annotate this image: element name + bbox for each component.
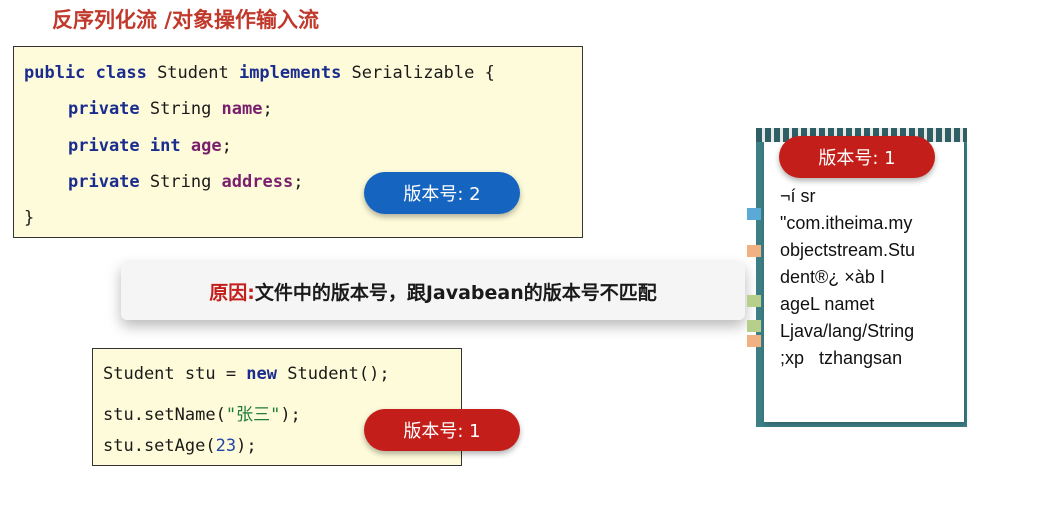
serialized-line: ageL namet bbox=[780, 294, 875, 314]
page-title: 反序列化流 /对象操作输入流 bbox=[52, 8, 319, 32]
reason-banner: 原因: 文件中的版本号，跟Javabean的版本号不匹配 bbox=[121, 262, 745, 320]
code-line-address-field: private String address; bbox=[68, 172, 304, 192]
notebook-tab-green-2 bbox=[747, 320, 761, 332]
object-version-badge: 版本号: 1 bbox=[364, 409, 520, 451]
serialized-line: ¬í sr bbox=[780, 186, 816, 206]
serialized-line: Ljava/lang/String bbox=[780, 321, 915, 341]
class-version-badge: 版本号: 2 bbox=[364, 172, 520, 214]
notebook-tab-orange-2 bbox=[747, 335, 761, 347]
notebook-tab-green bbox=[747, 295, 761, 307]
code-line-new-student: Student stu = new Student(); bbox=[103, 364, 390, 384]
reason-label: 原因: bbox=[209, 281, 255, 304]
code-line-set-name: stu.setName("张三"); bbox=[103, 405, 301, 425]
notebook-tab-orange bbox=[747, 245, 761, 257]
code-line-name-field: private String name; bbox=[68, 99, 273, 119]
code-line-set-age: stu.setAge(23); bbox=[103, 436, 257, 456]
serialized-line: dent®¿ ×àb I bbox=[780, 267, 885, 287]
serialized-line: ;xp tzhangsan bbox=[780, 348, 903, 368]
student-class-code: public class Student implements Serializ… bbox=[13, 46, 583, 238]
code-line-close-brace: } bbox=[24, 208, 35, 228]
notebook-paper bbox=[764, 142, 964, 422]
serialized-line: "com.itheima.my bbox=[780, 213, 913, 233]
code-line-class-decl: public class Student implements Serializ… bbox=[24, 63, 495, 83]
reason-text: 文件中的版本号，跟Javabean的版本号不匹配 bbox=[254, 281, 657, 304]
code-line-age-field: private int age; bbox=[68, 136, 232, 156]
notebook-tab-blue bbox=[747, 208, 761, 220]
serialized-bytes-text: ¬í sr "com.itheima.my objectstream.Stu d… bbox=[780, 183, 952, 372]
serialized-line: objectstream.Stu bbox=[780, 240, 916, 260]
file-version-badge: 版本号: 1 bbox=[779, 136, 935, 178]
